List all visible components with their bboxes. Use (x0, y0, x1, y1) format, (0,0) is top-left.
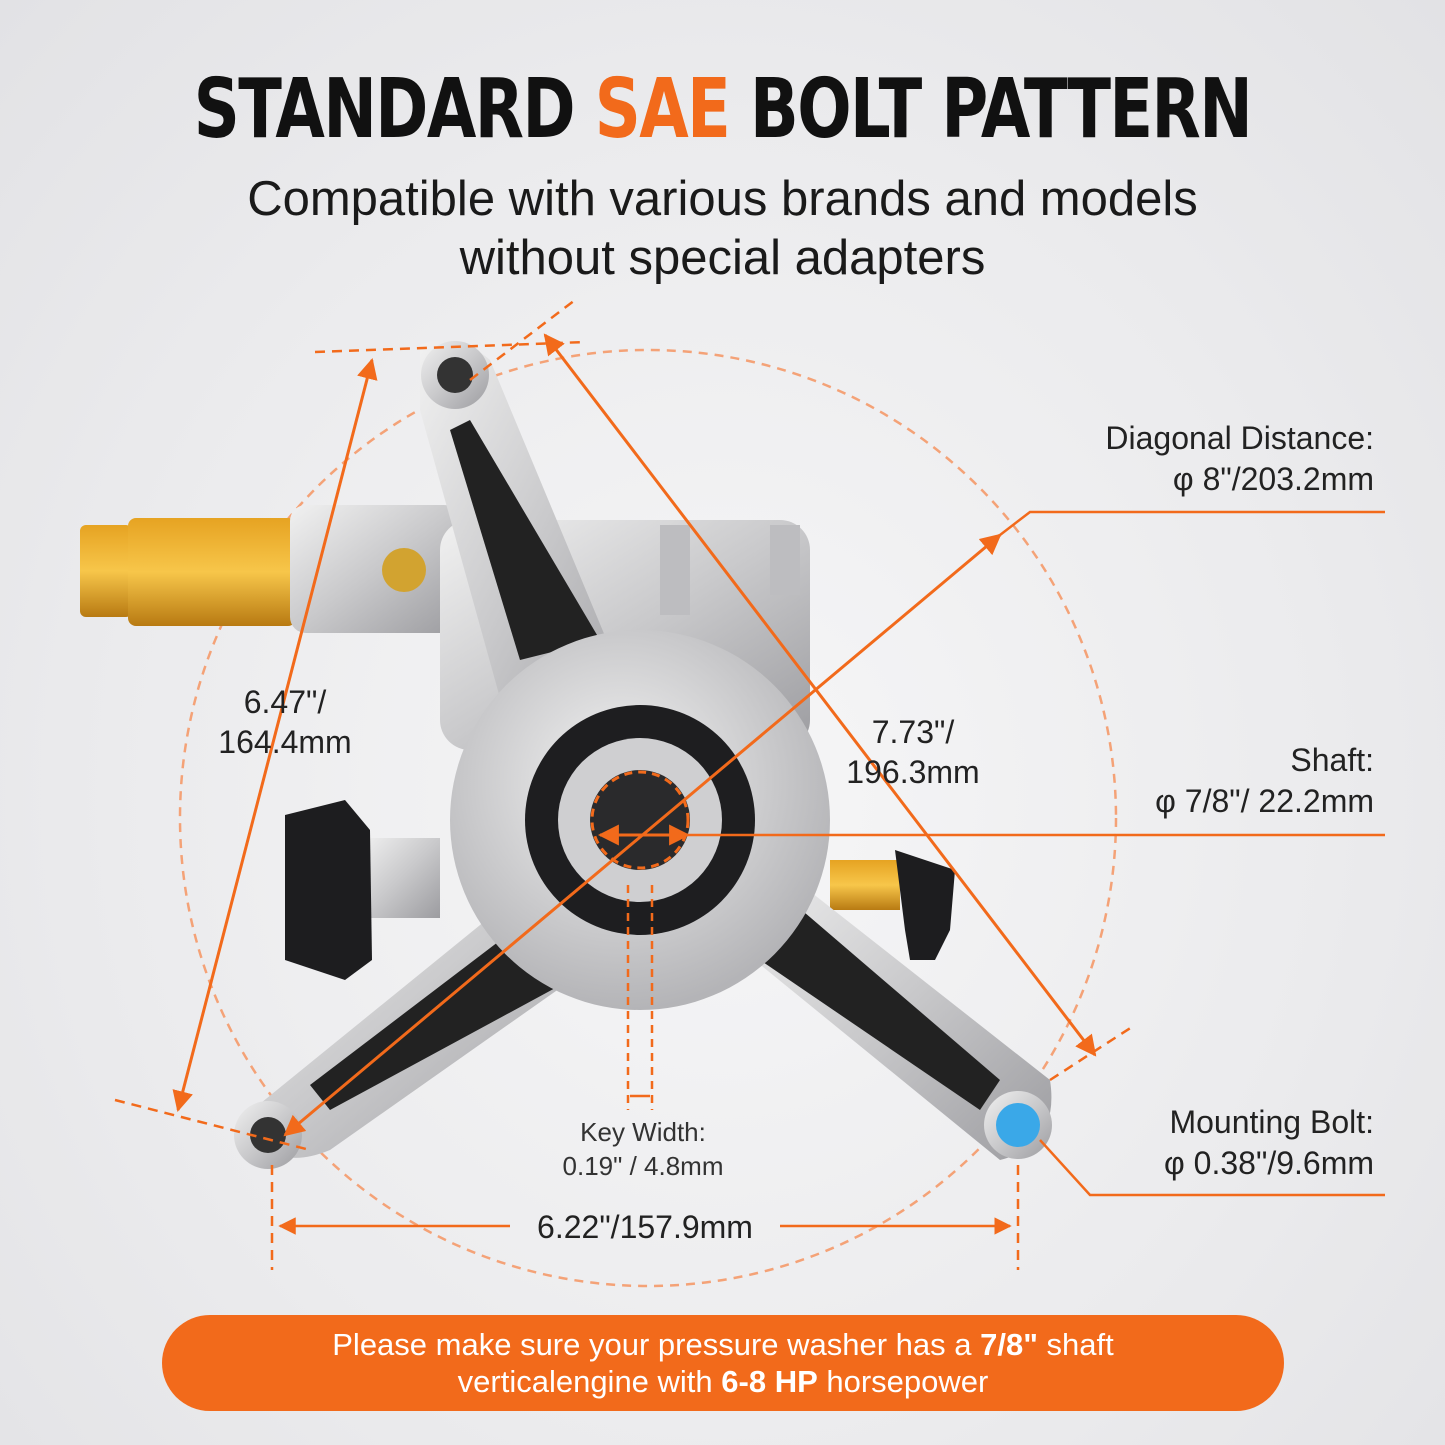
subtitle: Compatible with various brands and model… (0, 170, 1445, 288)
mounting-bolt-value: φ 0.38"/9.6mm (1164, 1145, 1374, 1181)
inlet-knob (285, 800, 372, 980)
banner-line2: verticalengine with 6-8 HP horsepower (162, 1363, 1284, 1400)
diagonal-dimension-inch: 7.73"/ (871, 714, 955, 750)
title-accent: SAE (594, 62, 731, 157)
key-width-label: Key Width: 0.19" / 4.8mm (530, 1115, 756, 1183)
bolt-circle (178, 348, 1118, 1288)
outlet-fitting (128, 518, 296, 626)
shaft-label: Shaft: (1290, 742, 1374, 778)
vertical-dimension-label: 6.47"/ 164.4mm (200, 682, 370, 762)
title-part1: STANDARD (193, 62, 576, 157)
subtitle-line2: without special adapters (459, 231, 986, 285)
banner-line1: Please make sure your pressure washer ha… (162, 1326, 1284, 1363)
shaft-spec: Shaft: φ 7/8"/ 22.2mm (1155, 740, 1374, 822)
banner-line1-pre: Please make sure your pressure washer ha… (332, 1327, 981, 1362)
vertical-dimension-mm: 164.4mm (218, 724, 352, 760)
shaft-value: φ 7/8"/ 22.2mm (1155, 783, 1374, 819)
diagonal-distance-value: φ 8"/203.2mm (1172, 461, 1374, 497)
key-width-value: 0.19" / 4.8mm (562, 1151, 724, 1181)
horizontal-dimension-label: 6.22"/157.9mm (537, 1209, 753, 1245)
dimension-lines (114, 299, 1385, 1270)
vertical-dimension-inch: 6.47"/ (243, 684, 327, 720)
mounting-bolt-label: Mounting Bolt: (1169, 1104, 1374, 1140)
banner-line2-bold: 6-8 HP (721, 1364, 818, 1399)
title-part2: BOLT PATTERN (750, 62, 1253, 157)
diagonal-dimension-mm: 196.3mm (846, 754, 980, 790)
key-width-title: Key Width: (580, 1117, 706, 1147)
subtitle-line1: Compatible with various brands and model… (247, 172, 1198, 226)
diagonal-distance-label: Diagonal Distance: (1105, 420, 1374, 456)
requirement-banner: Please make sure your pressure washer ha… (162, 1315, 1284, 1411)
banner-line1-post: shaft (1037, 1327, 1114, 1362)
outlet-thread (80, 525, 132, 617)
mounting-bolt-highlight (996, 1103, 1040, 1147)
banner-line2-post: horsepower (817, 1364, 989, 1399)
banner-line1-bold: 7/8" (980, 1327, 1038, 1362)
mounting-bolt-spec: Mounting Bolt: φ 0.38"/9.6mm (1164, 1102, 1374, 1184)
diagonal-distance-spec: Diagonal Distance: φ 8"/203.2mm (1105, 418, 1374, 500)
banner-line2-pre: verticalengine with (457, 1364, 722, 1399)
diagonal-dimension-label: 7.73"/ 196.3mm (828, 712, 998, 792)
page-title: STANDARD SAE BOLT PATTERN (159, 62, 1286, 157)
